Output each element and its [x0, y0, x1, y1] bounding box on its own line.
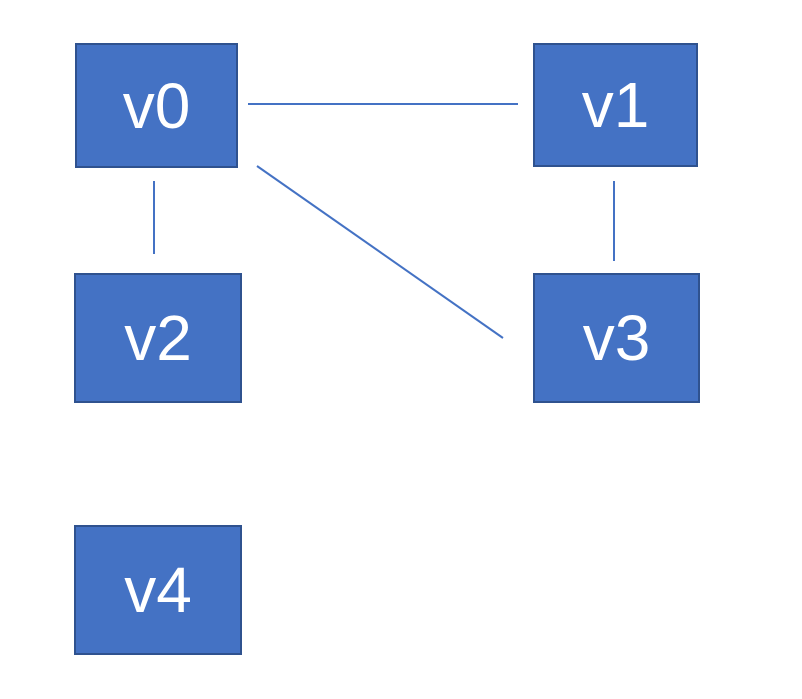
- node-v0: v0: [75, 43, 238, 168]
- node-v3: v3: [533, 273, 700, 403]
- node-label: v1: [581, 69, 650, 141]
- node-label: v2: [124, 302, 192, 374]
- edge-v0-v3: [256, 165, 504, 339]
- node-label: v0: [122, 69, 191, 142]
- node-label: v4: [124, 554, 192, 626]
- node-label: v3: [582, 302, 651, 374]
- node-v2: v2: [74, 273, 242, 403]
- node-v4: v4: [74, 525, 242, 655]
- node-v1: v1: [533, 43, 698, 167]
